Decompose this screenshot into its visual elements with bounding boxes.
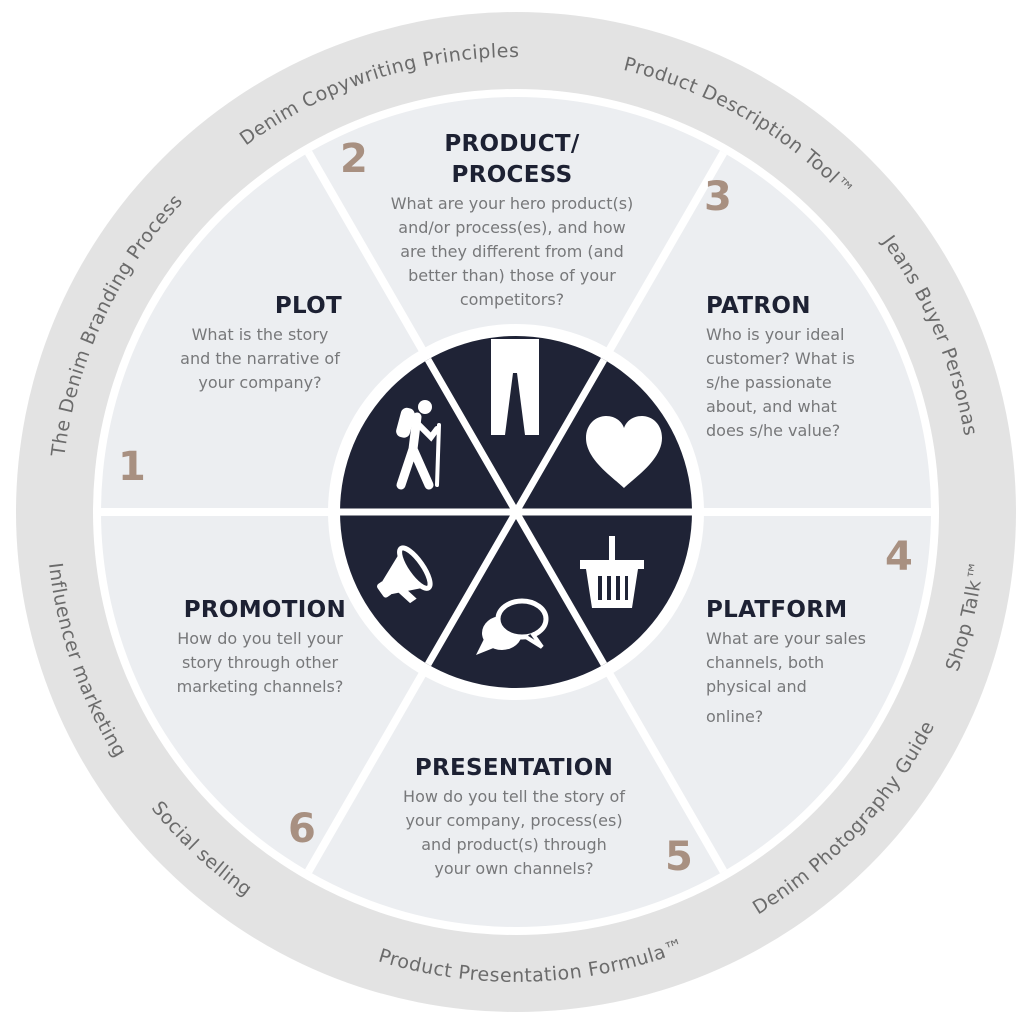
segment-number-4: 4 <box>885 534 913 580</box>
segment-text-line: and the narrative of <box>180 349 340 368</box>
segment-promotion: PROMOTION How do you tell your story thr… <box>150 594 370 699</box>
segment-text-line: and product(s) through <box>421 835 607 854</box>
segment-title: PLATFORM <box>706 597 848 623</box>
segment-text-line: about, and what <box>706 397 837 416</box>
segment-title: PLOT <box>274 293 342 319</box>
segment-text-line: s/he passionate <box>706 373 832 392</box>
segment-text-line: your company, process(es) <box>405 811 623 830</box>
megaphone-icon <box>377 545 433 604</box>
segment-product-process: PRODUCT/ PROCESS What are your hero prod… <box>362 128 662 312</box>
segment-title: PRODUCT/ <box>444 131 580 157</box>
segment-number-1: 1 <box>118 444 146 490</box>
segment-title: PRESENTATION <box>414 755 614 781</box>
segment-text-line: your company? <box>198 373 322 392</box>
segment-title: PROMOTION <box>183 597 346 623</box>
segment-text-line: customer? What is <box>706 349 855 368</box>
segment-text-line: does s/he value? <box>706 421 841 440</box>
segment-text-line: channels, both <box>706 653 825 672</box>
segment-text-line: How do you tell the story of <box>403 787 625 806</box>
segment-patron: PATRON Who is your ideal customer? What … <box>706 290 906 443</box>
segment-text-line: your own channels? <box>434 859 594 878</box>
segment-title: PATRON <box>706 293 811 319</box>
segment-text-line: physical and <box>706 677 807 696</box>
segment-text-line: competitors? <box>459 290 565 309</box>
segment-text-line: and/or process(es), and how <box>398 218 626 237</box>
segment-number-3: 3 <box>704 174 732 220</box>
segment-text-line: story through other <box>181 653 339 672</box>
segment-plot: PLOT What is the story and the narrative… <box>160 290 360 395</box>
basket-icon <box>580 536 644 608</box>
segment-number-2: 2 <box>340 136 368 182</box>
chat-bubbles-icon <box>476 598 549 655</box>
segment-number-6: 6 <box>288 806 316 852</box>
heart-icon <box>586 416 662 488</box>
segment-number-5: 5 <box>665 834 693 880</box>
center-dividers <box>340 357 692 667</box>
segment-text-line: How do you tell your <box>177 629 343 648</box>
segment-text-line: are they different from (and <box>400 242 624 261</box>
segment-text-line: Who is your ideal <box>706 325 845 344</box>
jeans-icon <box>491 339 539 435</box>
segment-text-line: What are your hero product(s) <box>390 194 634 213</box>
divider-line <box>424 357 608 667</box>
segment-text-line: marketing channels? <box>176 677 344 696</box>
segment-presentation: PRESENTATION How do you tell the story o… <box>364 752 664 881</box>
segment-text-line: What are your sales <box>706 629 866 648</box>
segment-title-line2: PROCESS <box>451 162 573 188</box>
hiker-icon <box>396 400 441 490</box>
segment-text-line: better than) those of your <box>408 266 616 285</box>
segment-text-line: What is the story <box>191 325 329 344</box>
segment-platform: PLATFORM What are your sales channels, b… <box>706 594 906 729</box>
segment-text-line: online? <box>706 707 764 726</box>
